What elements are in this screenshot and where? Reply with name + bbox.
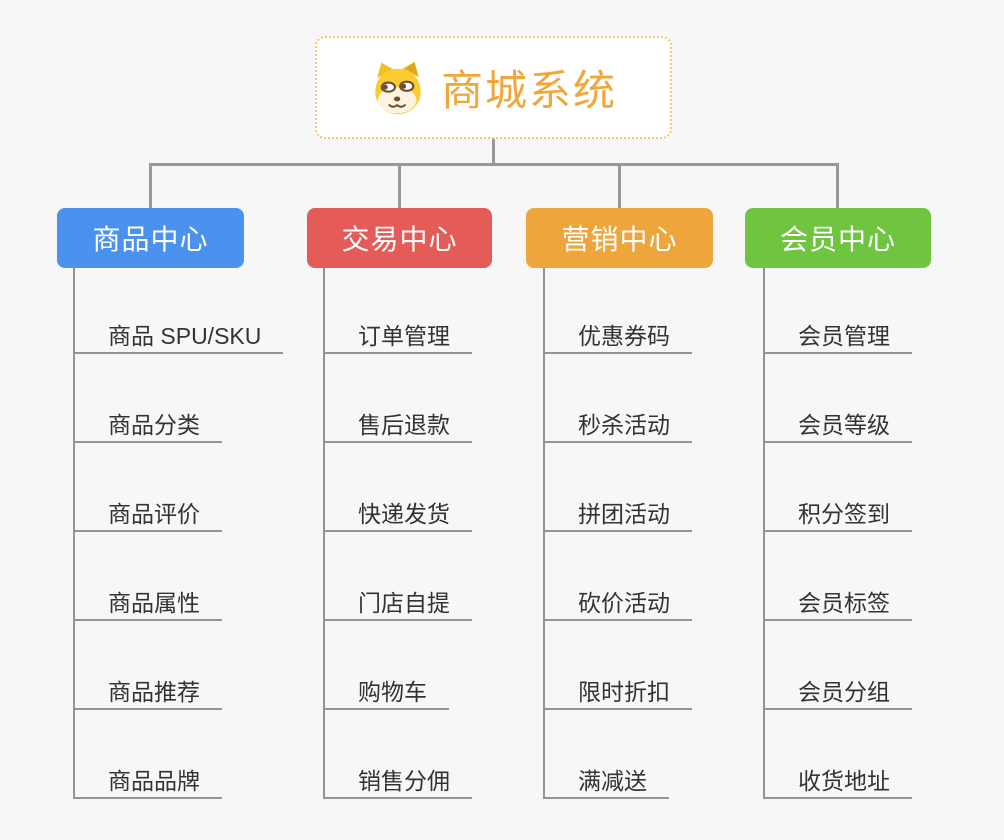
leaf-node[interactable]: 优惠券码 (543, 318, 692, 354)
branch-spine-line (73, 268, 75, 799)
branch-label: 商品中心 (92, 224, 209, 255)
connector-drop-3 (618, 163, 621, 208)
leaf-node[interactable]: 快递发货 (323, 496, 472, 532)
leaf-node[interactable]: 会员标签 (763, 585, 912, 621)
branch-node-1[interactable]: 商品中心 (57, 208, 244, 268)
connector-drop-4 (836, 163, 839, 208)
connector-drop-2 (398, 163, 401, 208)
leaf-node[interactable]: 购物车 (323, 674, 449, 710)
leaf-node[interactable]: 商品 SPU/SKU (73, 318, 284, 354)
root-node[interactable]: 商城系统 (315, 36, 672, 139)
root-title: 商城系统 (440, 67, 617, 114)
branch-spine-line (323, 268, 325, 799)
leaf-node[interactable]: 商品属性 (73, 585, 222, 621)
branch-spine-line (763, 268, 765, 799)
leaf-node[interactable]: 商品评价 (73, 496, 222, 532)
leaf-node[interactable]: 拼团活动 (543, 496, 692, 532)
branch-label: 交易中心 (341, 224, 458, 255)
leaf-node[interactable]: 销售分佣 (323, 763, 472, 799)
leaf-node[interactable]: 门店自提 (323, 585, 472, 621)
branch-node-3[interactable]: 营销中心 (526, 208, 713, 268)
leaf-node[interactable]: 秒杀活动 (543, 407, 692, 443)
leaf-node[interactable]: 商品品牌 (73, 763, 222, 799)
connector-drop-1 (149, 163, 152, 208)
branch-node-4[interactable]: 会员中心 (745, 208, 931, 268)
connector-horizontal (149, 163, 839, 166)
leaf-node[interactable]: 满减送 (543, 763, 669, 799)
branch-node-2[interactable]: 交易中心 (307, 208, 492, 268)
leaf-node[interactable]: 商品分类 (73, 407, 222, 443)
leaf-node[interactable]: 积分签到 (763, 496, 912, 532)
leaf-node[interactable]: 限时折扣 (543, 674, 692, 710)
branch-label: 会员中心 (779, 224, 896, 255)
branch-spine-line (543, 268, 545, 799)
leaf-node[interactable]: 会员管理 (763, 318, 912, 354)
connector-root-stem (492, 139, 495, 166)
branch-label: 营销中心 (561, 224, 678, 255)
leaf-node[interactable]: 商品推荐 (73, 674, 222, 710)
leaf-node[interactable]: 收货地址 (763, 763, 912, 799)
leaf-node[interactable]: 砍价活动 (543, 585, 692, 621)
leaf-node[interactable]: 订单管理 (323, 318, 472, 354)
leaf-node[interactable]: 会员分组 (763, 674, 912, 710)
leaf-node[interactable]: 会员等级 (763, 407, 912, 443)
doge-icon (370, 60, 426, 116)
leaf-node[interactable]: 售后退款 (323, 407, 472, 443)
